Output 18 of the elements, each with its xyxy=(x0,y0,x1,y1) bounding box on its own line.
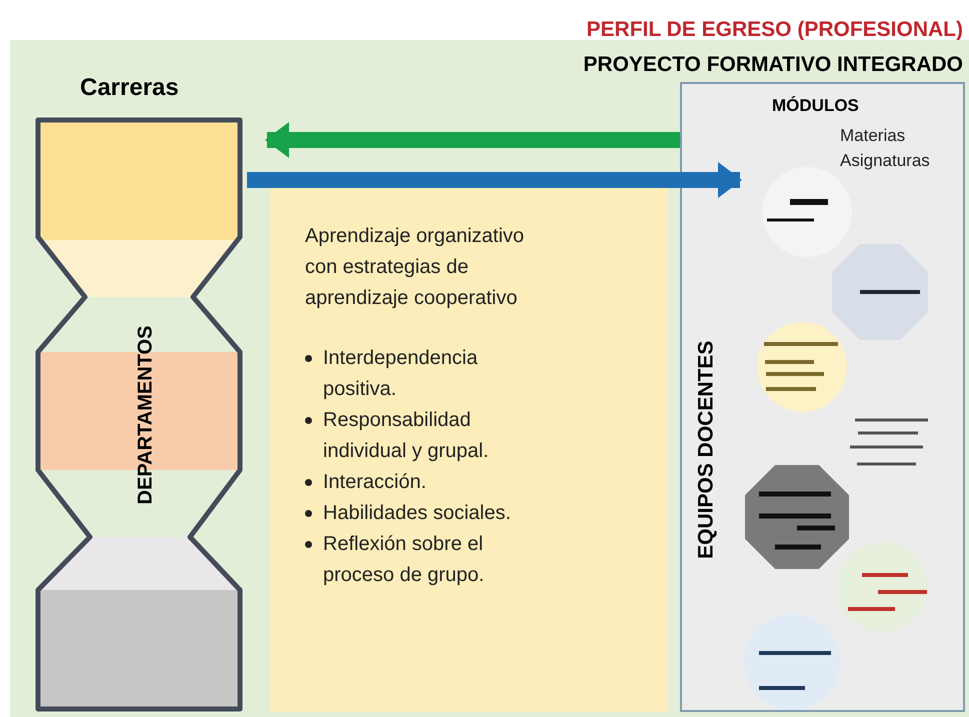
vertical-label: EQUIPOS DOCENTES xyxy=(693,340,718,560)
item-label: Asignaturas xyxy=(840,150,930,172)
column-heading: Carreras xyxy=(80,73,179,103)
item-label: Materias xyxy=(840,125,906,147)
bullet-text: Interdependencia positiva. xyxy=(323,346,479,402)
bullet-text: Habilidades sociales. xyxy=(323,501,512,526)
arrow xyxy=(265,122,680,158)
vertical-label: DEPARTAMENTOS xyxy=(133,326,157,504)
bullet-text: Reflexión sobre el proceso de grupo. xyxy=(323,532,486,588)
arrow xyxy=(247,162,742,198)
text-panel xyxy=(270,185,668,712)
title: PERFIL DE EGRESO (PROFESIONAL) xyxy=(586,17,963,43)
bullet-text: Interacción. xyxy=(323,470,428,495)
bullet-text: Responsabilidad individual y grupal. xyxy=(323,408,490,464)
panel-title: MÓDULOS xyxy=(772,95,859,117)
modules-panel xyxy=(680,82,965,712)
intro-text: Aprendizaje organizativo con estrategias de aprendizaje cooperativo xyxy=(305,224,526,311)
panel-heading: PROYECTO FORMATIVO INTEGRADO xyxy=(583,52,963,78)
